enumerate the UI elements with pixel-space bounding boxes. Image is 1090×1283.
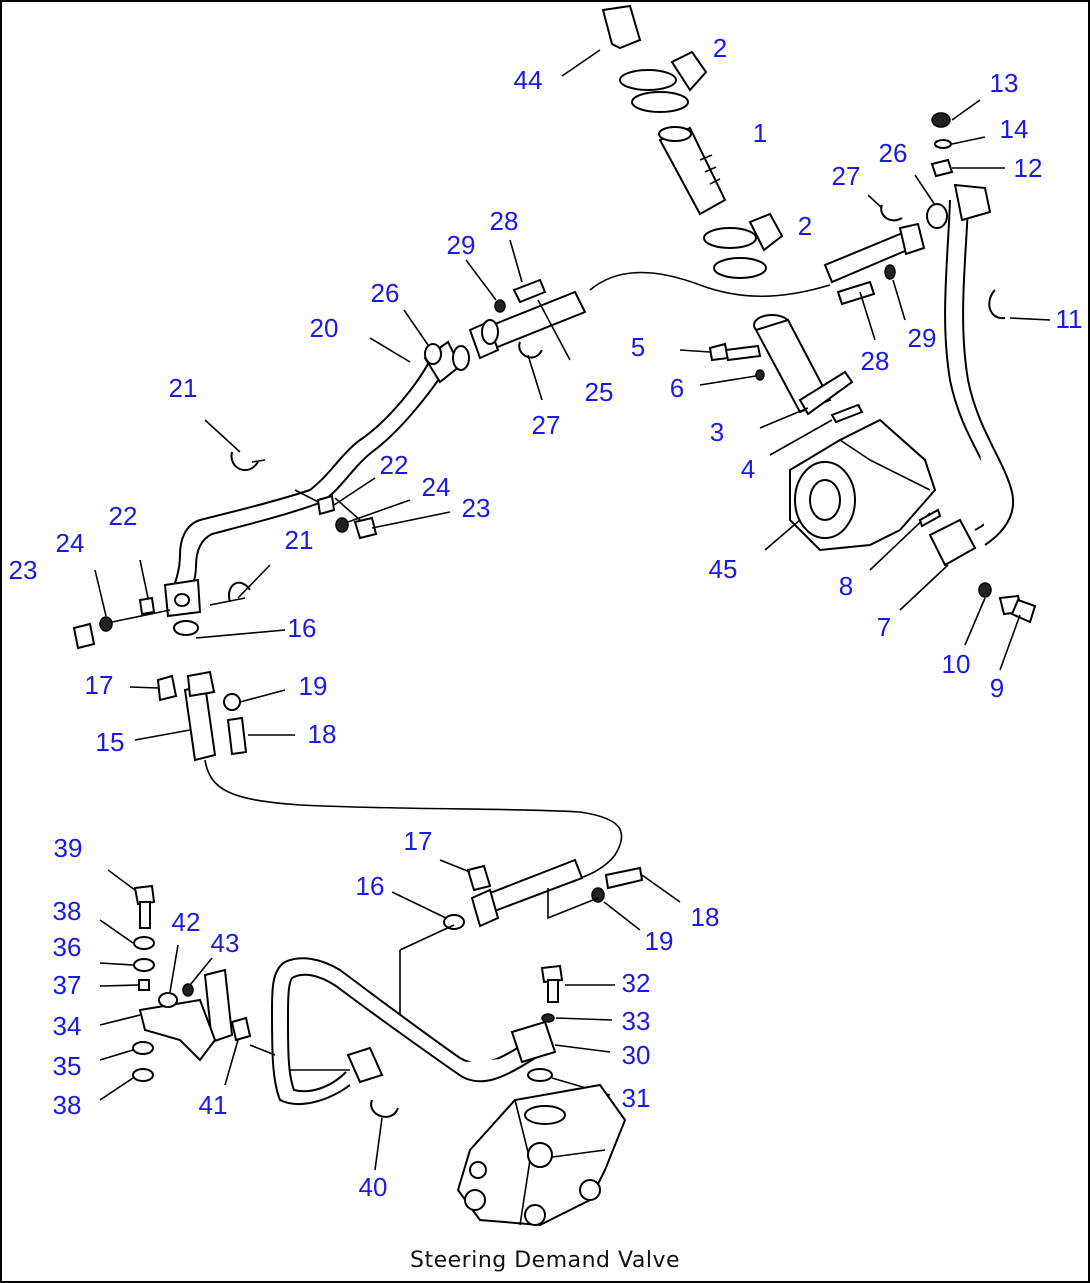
middle-hose: [369, 239, 587, 401]
callout-45: 45: [708, 554, 738, 584]
upper-right-fittings: [823, 194, 926, 341]
callout-40: 40: [358, 1172, 388, 1202]
loop-tube: [249, 957, 557, 1171]
callout-19: 19: [298, 671, 328, 701]
lower-right-fittings: [899, 508, 1037, 671]
callout-21: 21: [284, 525, 314, 555]
callout-21: 21: [168, 373, 198, 403]
callout-31: 31: [621, 1083, 651, 1113]
callout-36: 36: [52, 932, 82, 962]
callout-38: 38: [52, 896, 82, 926]
right-tube: [914, 99, 1051, 567]
callout-2: 2: [712, 33, 728, 63]
callout-27: 27: [831, 161, 861, 191]
left-clamps: [72, 419, 451, 650]
callout-19: 19: [644, 926, 674, 956]
callout-1: 1: [752, 118, 768, 148]
lower-hose: [391, 858, 681, 1052]
callout-43: 43: [210, 928, 240, 958]
callout-18: 18: [307, 719, 337, 749]
callout-26: 26: [878, 138, 908, 168]
callout-4: 4: [740, 454, 756, 484]
callout-44: 44: [513, 65, 543, 95]
callout-22: 22: [108, 501, 138, 531]
callout-16: 16: [287, 613, 317, 643]
hose-15: [129, 629, 623, 881]
callout-2: 2: [797, 211, 813, 241]
callout-26: 26: [370, 278, 400, 308]
callout-14: 14: [999, 114, 1029, 144]
callout-41: 41: [198, 1090, 228, 1120]
callout-18: 18: [690, 902, 720, 932]
callout-16: 16: [355, 871, 385, 901]
bolt-5-6: [679, 342, 765, 386]
steering-pump: [759, 403, 937, 571]
callout-28: 28: [860, 346, 890, 376]
callout-37: 37: [52, 970, 82, 1000]
callout-38: 38: [52, 1090, 82, 1120]
callout-9: 9: [989, 673, 1005, 703]
callout-7: 7: [876, 612, 892, 642]
callout-34: 34: [52, 1011, 82, 1041]
callout-39: 39: [53, 833, 83, 863]
callout-29: 29: [907, 323, 937, 353]
steering-demand-valve: [456, 1083, 627, 1227]
callout-28: 28: [489, 206, 519, 236]
callout-32: 32: [621, 968, 651, 998]
callout-23: 23: [8, 555, 38, 585]
callout-25: 25: [584, 377, 614, 407]
callout-23: 23: [461, 493, 491, 523]
callout-12: 12: [1013, 153, 1043, 183]
callout-30: 30: [621, 1040, 651, 1070]
callout-13: 13: [989, 68, 1019, 98]
callout-27: 27: [531, 410, 561, 440]
callout-33: 33: [621, 1006, 651, 1036]
mounting-bracket: [99, 869, 252, 1101]
callout-17: 17: [403, 826, 433, 856]
callout-35: 35: [52, 1051, 82, 1081]
callout-15: 15: [95, 727, 125, 757]
callout-42: 42: [171, 907, 201, 937]
callout-6: 6: [669, 373, 685, 403]
left-tube: [163, 340, 470, 636]
callout-3: 3: [709, 417, 725, 447]
callout-5: 5: [630, 332, 646, 362]
callout-17: 17: [84, 670, 114, 700]
callout-20: 20: [309, 313, 339, 343]
callout-11: 11: [1055, 304, 1083, 334]
callout-10: 10: [941, 649, 971, 679]
callout-8: 8: [838, 571, 854, 601]
callout-24: 24: [421, 472, 451, 502]
diagram-caption: Steering Demand Valve: [410, 1248, 680, 1273]
callout-29: 29: [446, 230, 476, 260]
callout-24: 24: [55, 528, 85, 558]
suction-hose-assembly: [561, 4, 854, 416]
callout-22: 22: [379, 450, 409, 480]
